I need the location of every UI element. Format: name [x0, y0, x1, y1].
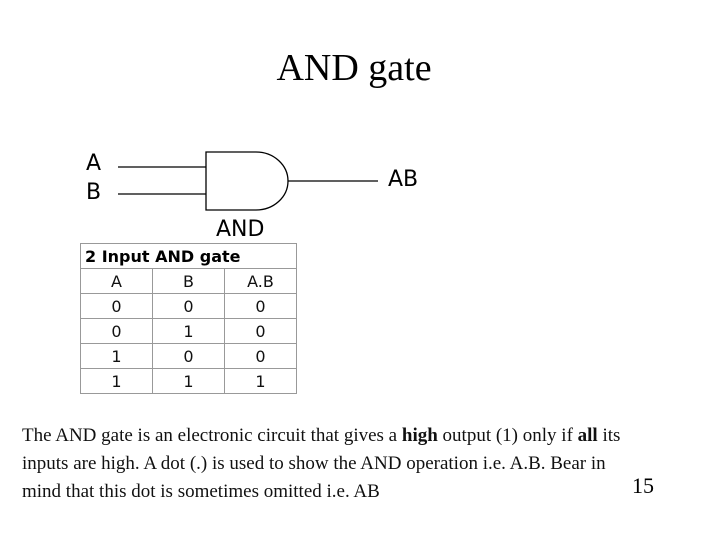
- gate-label: AND: [216, 217, 264, 242]
- table-header: A.B: [224, 268, 297, 294]
- table-cell: 0: [224, 343, 297, 369]
- paragraph-text: output (1) only if: [437, 425, 578, 446]
- table-cell: 1: [152, 318, 225, 344]
- and-gate-symbol: [205, 151, 289, 211]
- table-cell: 1: [224, 368, 297, 394]
- table-row: 1 0 0: [80, 343, 297, 369]
- table-row: 0 0 0: [80, 293, 297, 319]
- table-row: 0 1 0: [80, 318, 297, 344]
- table-cell: 0: [152, 343, 225, 369]
- paragraph-line-2: inputs are high. A dot (.) is used to sh…: [22, 453, 606, 474]
- paragraph-bold-high: high: [401, 425, 438, 446]
- and-gate-diagram: A B AB AND: [86, 151, 418, 242]
- slide-title: AND gate: [276, 47, 432, 89]
- table-cell: 0: [152, 293, 225, 319]
- paragraph-bold-all: all: [577, 425, 598, 446]
- table-caption-row: 2 Input AND gate: [80, 243, 297, 269]
- table-row: 1 1 1: [80, 368, 297, 394]
- input-a-label: A: [86, 151, 101, 176]
- description-paragraph: The AND gate is an electronic circuit th…: [22, 422, 720, 506]
- table-cell: 1: [80, 368, 153, 394]
- paragraph-line-3: mind that this dot is sometimes omitted …: [22, 481, 380, 502]
- table-header: B: [152, 268, 225, 294]
- output-label: AB: [388, 167, 418, 192]
- table-cell: 1: [152, 368, 225, 394]
- table-cell: 0: [80, 318, 153, 344]
- page-number: 15: [632, 473, 654, 498]
- table-cell: 0: [224, 293, 297, 319]
- paragraph-text: its: [597, 425, 621, 446]
- truth-table: 2 Input AND gate A B A.B 0 0 0 0 1 0 1 0…: [80, 243, 297, 394]
- table-header: A: [80, 268, 153, 294]
- paragraph-line-1: The AND gate is an electronic circuit th…: [22, 422, 720, 450]
- input-b-label: B: [86, 180, 101, 205]
- table-cell: 0: [80, 293, 153, 319]
- table-header-row: A B A.B: [80, 268, 297, 294]
- table-caption: 2 Input AND gate: [80, 243, 297, 269]
- paragraph-text: The AND gate is an electronic circuit th…: [22, 425, 402, 446]
- table-cell: 0: [224, 318, 297, 344]
- table-cell: 1: [80, 343, 153, 369]
